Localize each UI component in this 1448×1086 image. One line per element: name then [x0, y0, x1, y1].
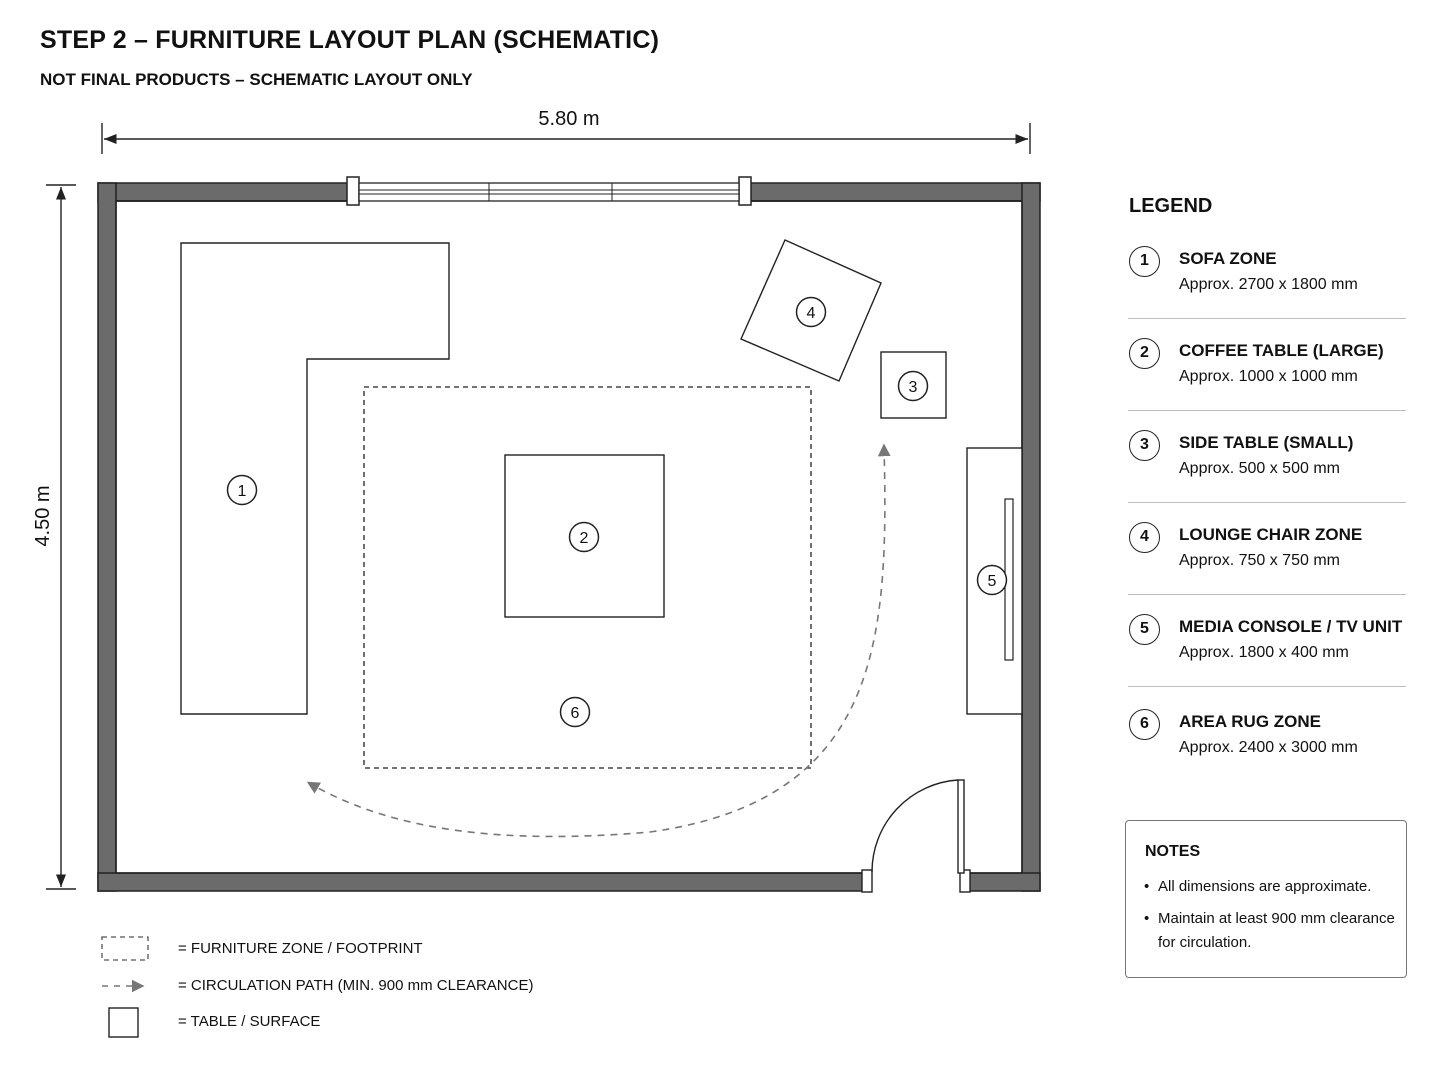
legend-item-name: LOUNGE CHAIR ZONE	[1179, 525, 1363, 544]
key-table-label: = TABLE / SURFACE	[178, 1013, 321, 1030]
legend-item-media-console: 5 MEDIA CONSOLE / TV UNIT Approx. 1800 x…	[1128, 614, 1406, 706]
svg-text:6: 6	[571, 705, 580, 722]
height-dimension	[46, 184, 76, 890]
marker-area-rug: 6	[559, 696, 591, 728]
legend-item-name: AREA RUG ZONE	[1179, 712, 1321, 731]
legend-item-sofa: 1 SOFA ZONE Approx. 2700 x 1800 mm	[1128, 246, 1406, 338]
svg-text:1: 1	[238, 483, 247, 500]
legend-item-name: COFFEE TABLE (LARGE)	[1179, 341, 1384, 360]
legend-number: 6	[1129, 709, 1160, 740]
legend-divider	[1128, 318, 1406, 319]
notes-title: NOTES	[1145, 843, 1201, 860]
legend-item-size: Approx. 750 x 750 mm	[1179, 552, 1340, 569]
legend-divider	[1128, 410, 1406, 411]
page-title: STEP 2 – FURNITURE LAYOUT PLAN (SCHEMATI…	[40, 26, 660, 54]
legend-number: 1	[1129, 246, 1160, 277]
legend-divider	[1128, 502, 1406, 503]
note-item: All dimensions are approximate.	[1144, 875, 1399, 899]
width-dimension	[101, 123, 1031, 154]
legend-item-name: SIDE TABLE (SMALL)	[1179, 433, 1354, 452]
legend-item-size: Approx. 2400 x 3000 mm	[1179, 739, 1358, 756]
sofa-zone	[180, 242, 450, 715]
key-path-label: = CIRCULATION PATH (MIN. 900 mm CLEARANC…	[178, 977, 534, 994]
legend-item-size: Approx. 1800 x 400 mm	[1179, 644, 1349, 661]
svg-text:3: 3	[909, 379, 918, 396]
legend-item-size: Approx. 1000 x 1000 mm	[1179, 368, 1358, 385]
key-table-symbol	[108, 1007, 139, 1038]
legend-number: 5	[1129, 614, 1160, 645]
svg-text:4: 4	[807, 305, 816, 322]
legend-item-name: MEDIA CONSOLE / TV UNIT	[1179, 617, 1403, 636]
key-zone-label: = FURNITURE ZONE / FOOTPRINT	[178, 940, 423, 957]
svg-text:5: 5	[988, 573, 997, 590]
legend-item-coffee-table: 2 COFFEE TABLE (LARGE) Approx. 1000 x 10…	[1128, 338, 1406, 430]
legend-number: 4	[1129, 522, 1160, 553]
marker-sofa: 1	[226, 474, 258, 506]
marker-media-console: 5	[976, 564, 1008, 596]
legend-divider	[1128, 686, 1406, 687]
legend-number: 3	[1129, 430, 1160, 461]
legend-divider	[1128, 594, 1406, 595]
width-label: 5.80 m	[538, 108, 599, 130]
legend-item-side-table: 3 SIDE TABLE (SMALL) Approx. 500 x 500 m…	[1128, 430, 1406, 522]
door	[861, 779, 971, 893]
legend-item-size: Approx. 500 x 500 mm	[1179, 460, 1340, 477]
notes-list: All dimensions are approximate. Maintain…	[1144, 875, 1399, 963]
svg-text:2: 2	[580, 530, 589, 547]
legend-number: 2	[1129, 338, 1160, 369]
circulation-path	[306, 443, 891, 838]
note-item: Maintain at least 900 mm clearance for c…	[1144, 907, 1399, 955]
legend-item-size: Approx. 2700 x 1800 mm	[1179, 276, 1358, 293]
key-zone-symbol	[101, 936, 149, 961]
legend-item-name: SOFA ZONE	[1179, 249, 1277, 268]
legend-item-area-rug: 6 AREA RUG ZONE Approx. 2400 x 3000 mm	[1128, 709, 1406, 801]
marker-side-table: 3	[897, 370, 929, 402]
marker-coffee-table: 2	[568, 521, 600, 553]
legend-title: LEGEND	[1129, 195, 1213, 217]
notes-box: NOTES All dimensions are approximate. Ma…	[1125, 820, 1407, 978]
marker-lounge-chair: 4	[795, 296, 827, 328]
window	[346, 176, 752, 206]
height-label: 4.50 m	[32, 485, 54, 546]
legend-item-lounge-chair: 4 LOUNGE CHAIR ZONE Approx. 750 x 750 mm	[1128, 522, 1406, 614]
page-subtitle: NOT FINAL PRODUCTS – SCHEMATIC LAYOUT ON…	[40, 70, 473, 89]
